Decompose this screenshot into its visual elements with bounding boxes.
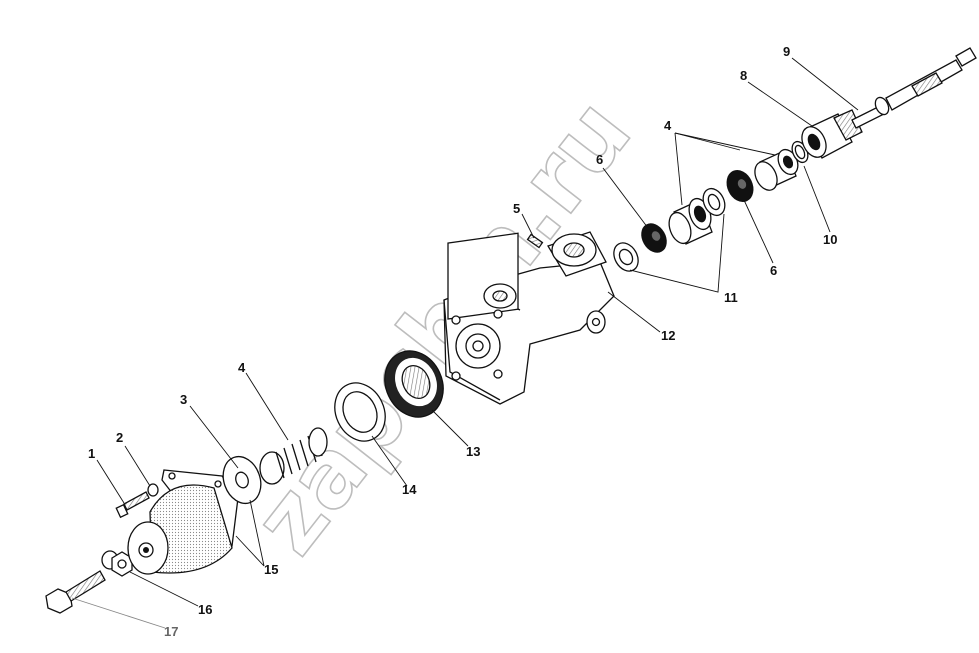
callout-17: 17 — [164, 624, 178, 639]
part-9-stem — [851, 47, 977, 129]
callout-10: 10 — [823, 232, 837, 247]
callout-15: 15 — [264, 562, 278, 577]
part-2-washer — [147, 483, 159, 497]
part-6-packing-2 — [726, 169, 754, 203]
callout-8: 8 — [740, 68, 747, 83]
part-16-nut-washer — [101, 550, 133, 577]
callout-2: 2 — [116, 430, 123, 445]
part-4-spring — [259, 427, 328, 485]
callout-4-spring: 4 — [238, 360, 246, 375]
part-14-seal-ring — [334, 382, 386, 442]
part-8-gland-nut — [801, 109, 863, 159]
callout-11: 11 — [724, 290, 738, 305]
part-6-packing — [641, 223, 667, 253]
part-4-sleeve — [668, 197, 713, 245]
callout-6-right: 6 — [770, 263, 777, 278]
callout-4-top: 4 — [664, 118, 672, 133]
callout-13: 13 — [466, 444, 480, 459]
callout-3: 3 — [180, 392, 187, 407]
callout-1: 1 — [88, 446, 95, 461]
callout-16: 16 — [198, 602, 212, 617]
callout-12: 12 — [661, 328, 675, 343]
callout-6-left: 6 — [596, 152, 603, 167]
part-5-pin — [526, 233, 544, 249]
callout-5: 5 — [513, 201, 520, 216]
part-cover-housing — [127, 469, 239, 575]
part-11-washer — [613, 242, 639, 272]
part-12-valve-body — [443, 231, 615, 405]
part-17-bolt — [45, 570, 106, 614]
part-1-bolt — [115, 491, 150, 519]
parts — [45, 47, 977, 614]
part-11-ring — [702, 187, 726, 217]
callout-9: 9 — [783, 44, 790, 59]
callout-labels: 1 2 3 4 4 5 6 6 8 9 10 11 12 13 14 15 16… — [88, 44, 837, 639]
leader-lines — [71, 57, 859, 629]
part-3-gasket — [222, 455, 262, 505]
part-13-diaphragm — [384, 350, 444, 418]
callout-14: 14 — [402, 482, 417, 497]
